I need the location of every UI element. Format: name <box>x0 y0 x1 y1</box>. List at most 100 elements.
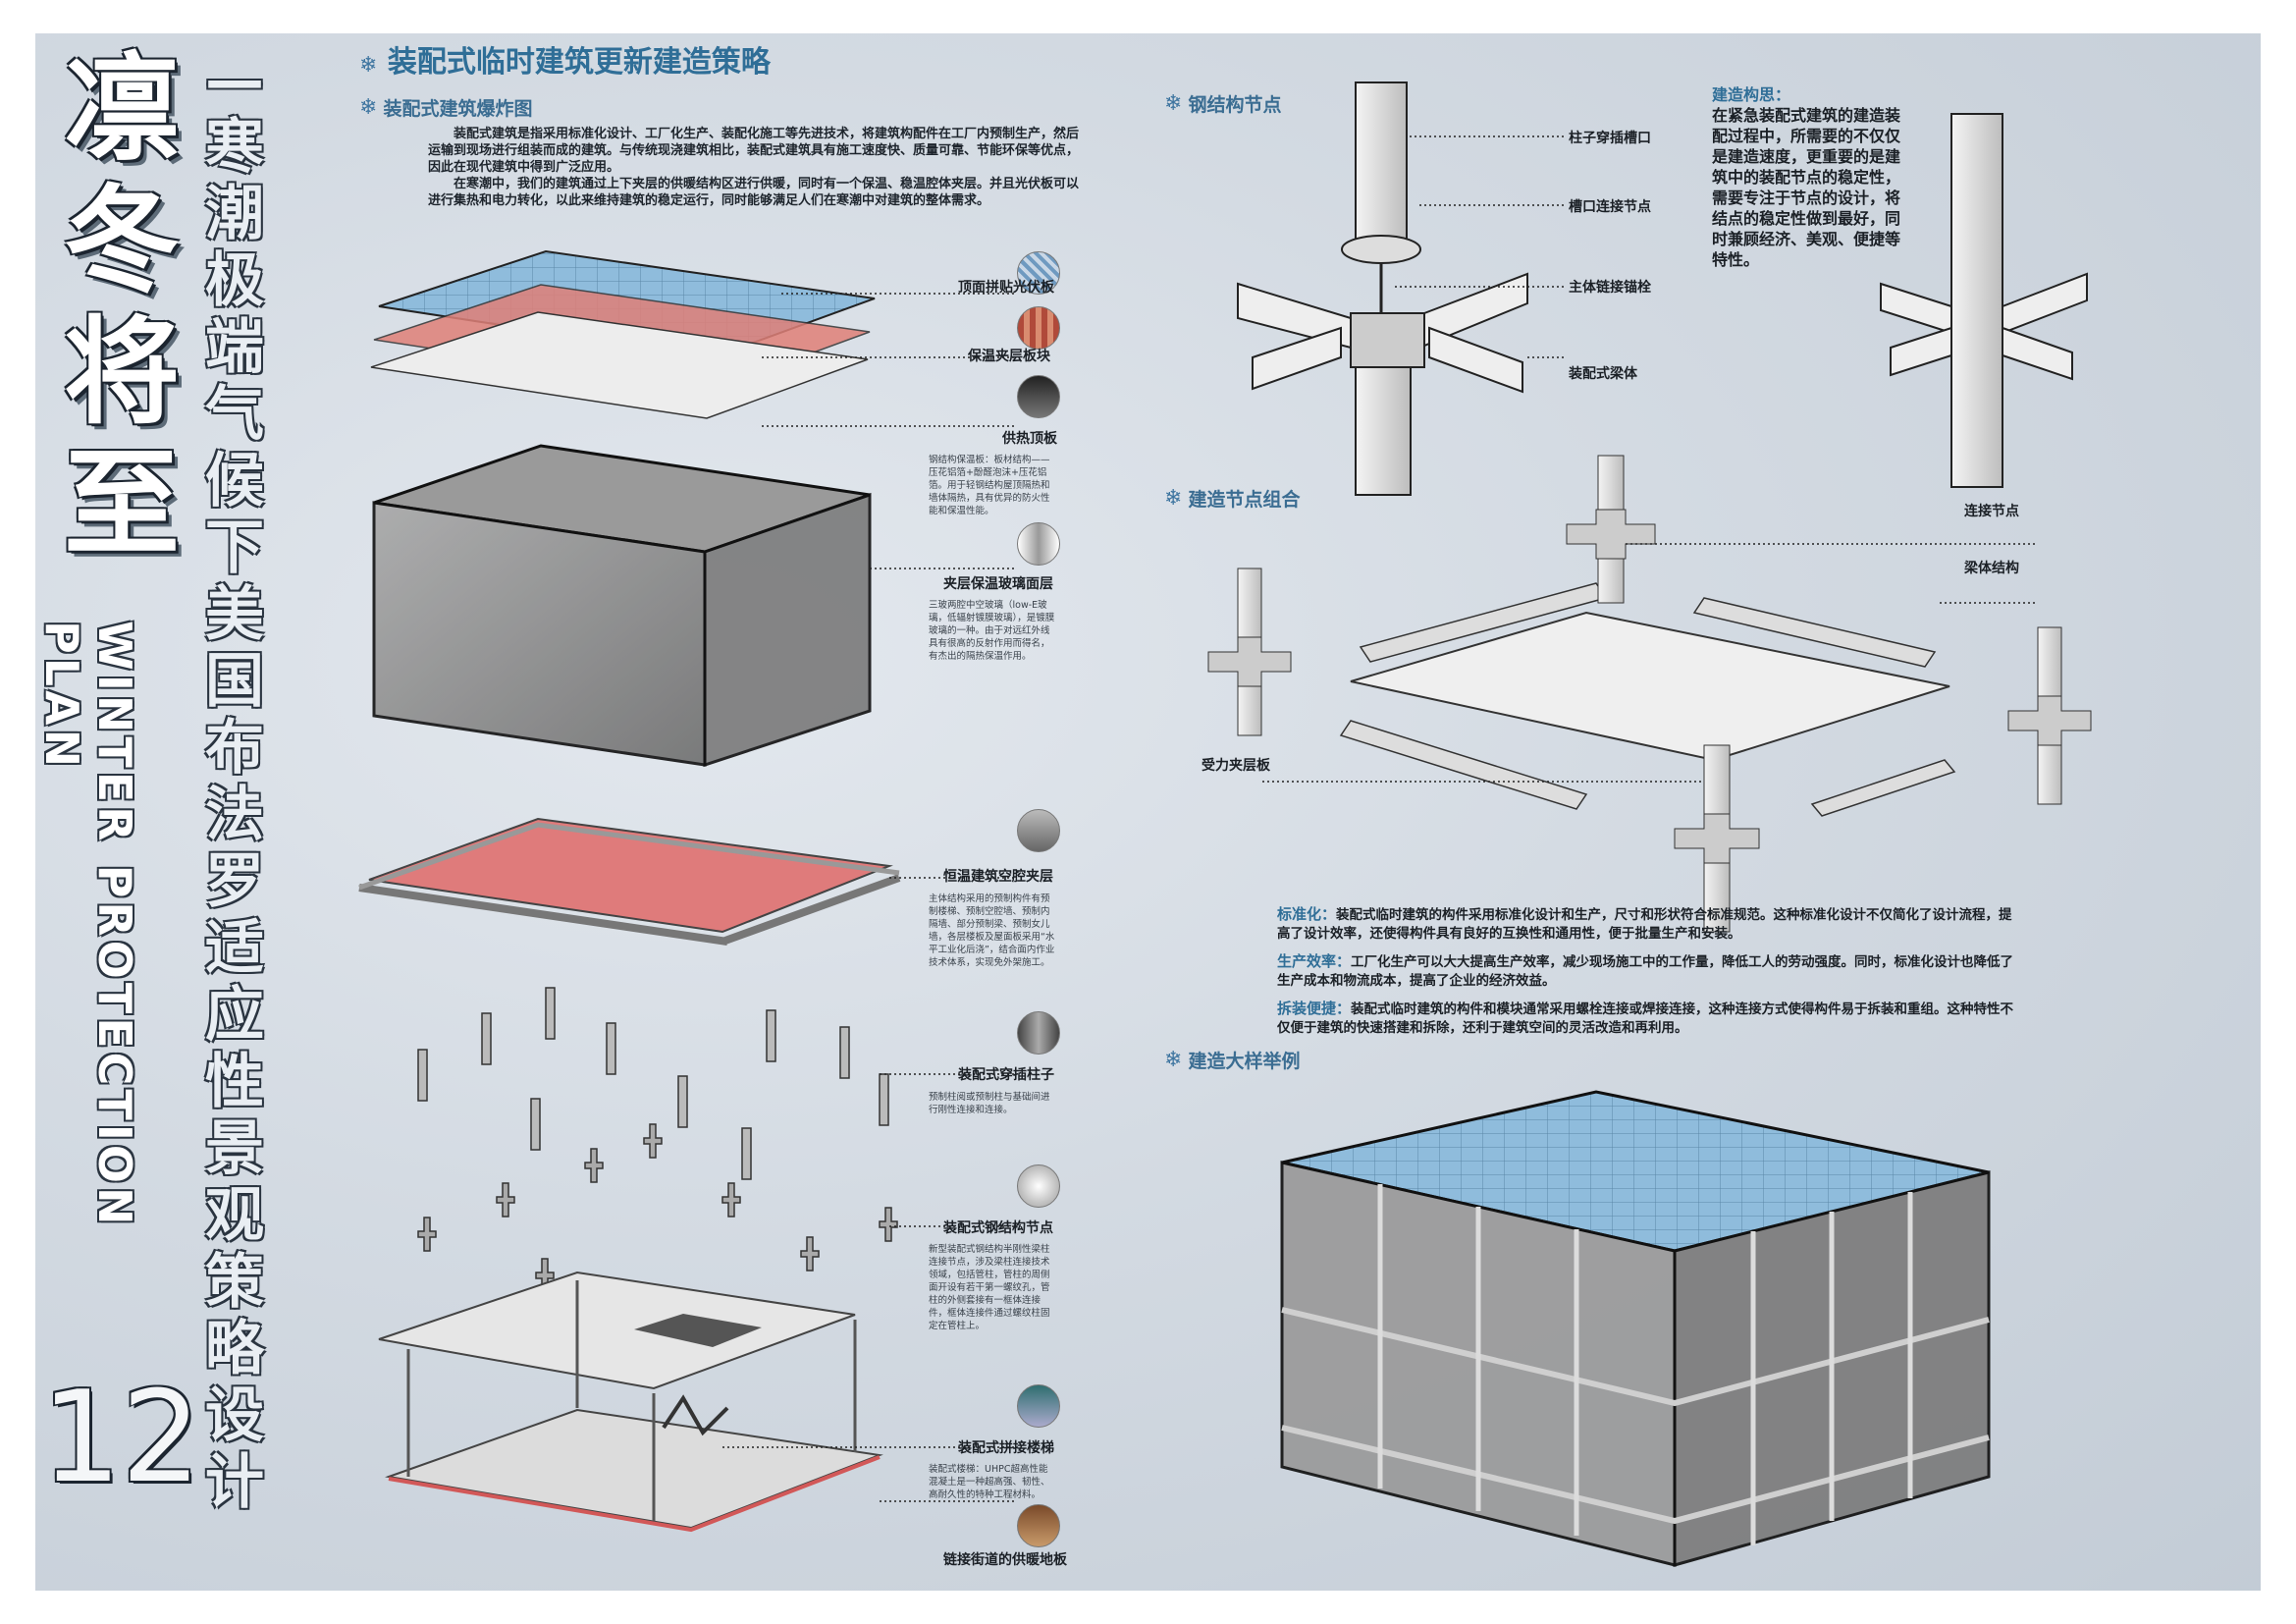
roof-thumb-icon <box>1017 375 1060 418</box>
cavity-thumb-icon <box>1017 809 1060 852</box>
stair-flight <box>662 1394 729 1436</box>
layer-label: 链接街道的供暖地板 <box>943 1552 1067 1568</box>
subtitle: —寒潮极端气候下美国布法罗适应性景观策略设计 <box>192 47 277 1516</box>
combo-label: 梁体结构 <box>1964 561 2019 576</box>
floor-slab <box>378 1271 856 1390</box>
paragraph-key: 拆装便捷： <box>1277 1000 1352 1017</box>
steel-label: 装配式梁体 <box>1569 366 1637 382</box>
section-label: 建造大样举例 <box>1188 1051 1301 1072</box>
subtitle-char: — <box>205 46 264 115</box>
layer-label: 装配式穿插柱子 <box>958 1067 1054 1083</box>
subtitle-char: 极 <box>205 246 264 315</box>
steel-node-array <box>417 1123 898 1326</box>
snowflake-icon: ❄ <box>359 95 378 120</box>
header-text: 装配式临时建筑更新建造策略 <box>387 45 771 80</box>
subtitle-char: 适 <box>205 914 264 983</box>
diagram-artwork <box>358 81 2092 1567</box>
floor-thumb-icon <box>1017 1504 1060 1547</box>
layer-label: 恒温建筑空腔夹层 <box>943 869 1053 885</box>
stair-thumb-icon <box>1017 1384 1060 1428</box>
page-title: ❄ 装配式临时建筑更新建造策略 <box>359 37 771 81</box>
intro-paragraph: 装配式建筑是指采用标准化设计、工厂化生产、装配化施工等先进技术，将建筑构配件在工… <box>428 127 1080 175</box>
subtitle-char: 罗 <box>205 847 264 916</box>
subtitle-char: 法 <box>205 781 264 849</box>
intro-paragraph: 在寒潮中，我们的建筑通过上下夹层的供暖结构区进行供暖，同时有一个保温、稳温腔体夹… <box>428 177 1080 208</box>
paragraph-text: 装配式临时建筑的构件采用标准化设计和生产，尺寸和形状符合标准规范。这种标准化设计… <box>1277 907 2012 942</box>
node-thumb-icon <box>1017 1164 1060 1208</box>
layer-note: 三玻两腔中空玻璃（low-E玻璃，低辐射镀膜玻璃），是镀膜玻璃的一种。由于对远红… <box>929 600 1055 662</box>
subtitle-char: 潮 <box>205 180 264 248</box>
heat-cavity-layer <box>368 817 893 934</box>
steel-label: 主体链接锚栓 <box>1569 280 1651 296</box>
steel-leaders <box>1395 135 1567 358</box>
glass-thumb-icon <box>1017 522 1060 566</box>
subtitle-char: 美 <box>205 580 264 649</box>
section-explode-title: ❄装配式建筑爆炸图 <box>359 94 532 121</box>
layer-label: 装配式拼接楼梯 <box>958 1440 1054 1456</box>
section-label: 建造节点组合 <box>1188 489 1301 511</box>
title-char: 冬 <box>63 173 180 308</box>
section-combo-title: ❄建造节点组合 <box>1164 485 1300 512</box>
layer-note: 新型装配式钢结构半刚性梁柱连接节点，涉及梁柱连接技术领域，包括管柱，管柱的周侧面… <box>929 1244 1050 1331</box>
snowflake-icon: ❄ <box>1164 91 1183 116</box>
layer-note: 钢结构保温板：板材结构——压花铝箔+酚醛泡沫+压花铝箔。用于轻钢结构屋顶隔热和墙… <box>929 455 1050 516</box>
steel-node-drawing <box>1237 81 1528 496</box>
poster-board: 凛 冬 将 至 —寒潮极端气候下美国布法罗适应性景观策略设计 WINTER PR… <box>35 33 2261 1591</box>
stair-void <box>634 1314 762 1347</box>
steel-label: 柱子穿插槽口 <box>1569 131 1651 146</box>
example-building <box>1280 1090 1991 1567</box>
subtitle-char: 观 <box>205 1181 264 1250</box>
subtitle-char: 应 <box>205 981 264 1050</box>
column-array <box>417 987 889 1180</box>
column-thumb-icon <box>1017 1011 1060 1055</box>
layer-label: 供热顶板 <box>1002 431 1057 447</box>
glass-cube-right <box>703 492 872 768</box>
assembled-node-drawing <box>1880 113 2088 488</box>
layer-label: 夹层保温玻璃面层 <box>943 576 1053 592</box>
layer-label: 顶面拼贴光伏板 <box>958 280 1054 296</box>
title-char: 至 <box>63 436 180 571</box>
concept-body: 在紧急装配式建筑的建造装配过程中，所需要的不仅仅是建造速度，更重要的是建筑中的装… <box>1712 106 1901 269</box>
section-steel-title: ❄钢结构节点 <box>1164 90 1281 117</box>
paragraph-text: 工厂化生产可以大大提高生产效率，减少现场施工中的工作量，降低工人的劳动强度。同时… <box>1277 954 2014 989</box>
layer-note: 主体结构采用的预制构件有预制楼梯、预制空腔墙、预制内隔墙、部分预制梁、预制女儿墙… <box>929 893 1055 968</box>
concept-text: 建造构思： 在紧急装配式建筑的建造装配过程中，所需要的不仅仅是建造速度，更重要的… <box>1712 84 1908 270</box>
leader-lines <box>722 293 1017 1502</box>
ground-slab <box>385 1408 883 1530</box>
intro-text: 装配式建筑是指采用标准化设计、工厂化生产、装配化施工等先进技术，将建筑构配件在工… <box>428 126 1088 209</box>
combo-leaders <box>1262 543 2038 783</box>
subtitle-char: 气 <box>205 380 264 449</box>
layer-label: 保温夹层板块 <box>968 349 1050 364</box>
subtitle-char: 计 <box>205 1448 264 1517</box>
title-char: 将 <box>63 304 180 440</box>
subtitle-char: 寒 <box>205 113 264 182</box>
layer-label: 装配式钢结构节点 <box>943 1220 1053 1236</box>
title-char: 凛 <box>63 41 180 177</box>
snowflake-icon: ❄ <box>1164 1048 1183 1072</box>
subtitle-char: 景 <box>205 1114 264 1183</box>
plate-number: 12 <box>41 1365 201 1511</box>
heating-roof-layer <box>370 311 869 419</box>
paragraph-assembly: 拆装便捷：装配式临时建筑的构件和模块通常采用螺栓连接或焊接连接，这种连接方式使得… <box>1277 1000 2023 1038</box>
combo-label: 连接节点 <box>1964 504 2019 519</box>
paragraph-key: 生产效率： <box>1277 952 1352 970</box>
subtitle-char: 布 <box>205 714 264 783</box>
subtitle-char: 端 <box>205 313 264 382</box>
paragraph-key: 标准化： <box>1277 905 1337 923</box>
subtitle-char: 策 <box>205 1248 264 1317</box>
steel-label: 槽口连接节点 <box>1569 199 1651 215</box>
paragraph-efficiency: 生产效率：工厂化生产可以大大提高生产效率，减少现场施工中的工作量，降低工人的劳动… <box>1277 952 2023 991</box>
english-title: WINTER PROTECTION PLAN <box>35 621 141 1229</box>
subtitle-char: 国 <box>205 647 264 716</box>
pv-thumb-icon <box>1017 251 1060 295</box>
subtitle-char: 候 <box>205 447 264 515</box>
subtitle-char: 性 <box>205 1048 264 1116</box>
layer-note: 预制柱阅或预制柱与基础间进行刚性连接和连接。 <box>929 1092 1050 1115</box>
concept-title: 建造构思： <box>1712 85 1791 104</box>
snowflake-icon: ❄ <box>359 53 378 78</box>
subtitle-char: 设 <box>205 1381 264 1450</box>
subtitle-char: 略 <box>205 1315 264 1383</box>
paragraph-text: 装配式临时建筑的构件和模块通常采用螺栓连接或焊接连接，这种连接方式使得构件易于拆… <box>1277 1001 2014 1036</box>
section-example-title: ❄建造大样举例 <box>1164 1047 1300 1073</box>
snowflake-icon: ❄ <box>1164 486 1183 511</box>
